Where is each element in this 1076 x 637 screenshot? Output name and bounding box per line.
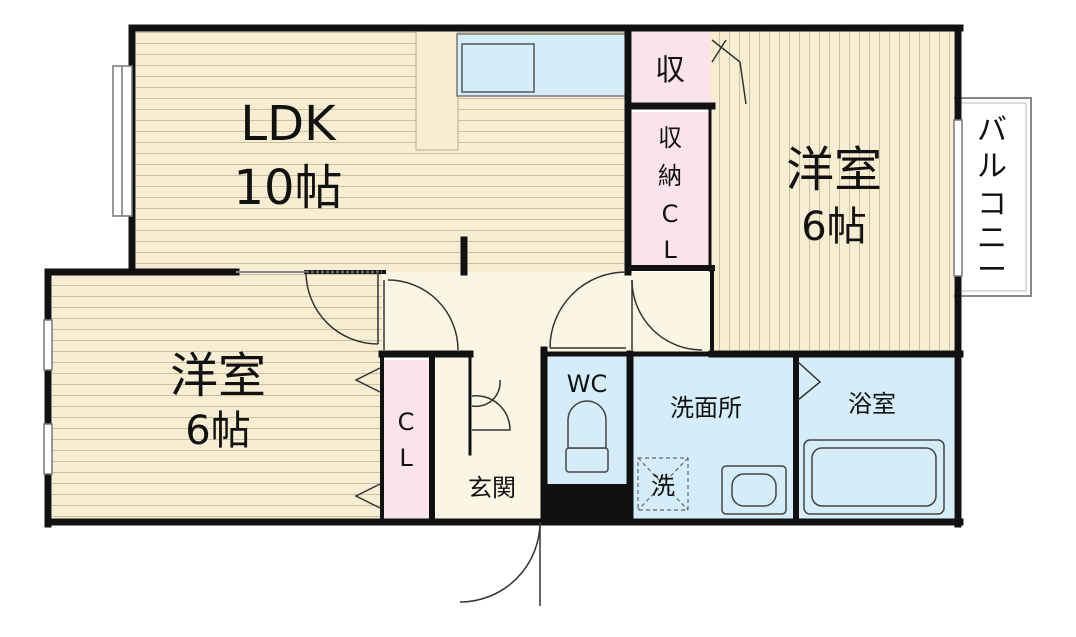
western-room-right-name: 洋室 — [786, 142, 882, 198]
balcony-label-2: ル — [977, 149, 1007, 184]
western-room-left-floor — [52, 272, 382, 522]
ldk-name: LDK — [240, 96, 337, 152]
balcony-label-4: ニ — [977, 221, 1007, 256]
closet-area — [384, 360, 430, 520]
balcony — [952, 97, 1032, 297]
hall-floor — [382, 272, 712, 354]
toilet — [565, 400, 609, 473]
storage-closet-label-4: L — [663, 236, 677, 264]
storage-area — [632, 30, 710, 102]
ldk-size: 10帖 — [233, 160, 342, 216]
storage-closet-label-1: 収 — [658, 124, 682, 152]
washroom-label: 洗面所 — [670, 394, 742, 422]
western-room-left-name: 洋室 — [170, 348, 266, 404]
doors — [236, 39, 822, 606]
closet-label-2: L — [399, 444, 413, 472]
balcony-label-5: ー — [977, 253, 1007, 288]
entrance-label: 玄関 — [468, 474, 516, 502]
wc-label: WC — [567, 370, 608, 398]
storage-closet-area — [632, 112, 710, 268]
western-room-right-floor — [710, 30, 954, 354]
balcony-label-1: バ — [977, 113, 1007, 148]
entrance-floor — [436, 354, 544, 520]
washer-label: 洗 — [651, 472, 675, 500]
western-room-left-size: 6帖 — [185, 408, 250, 454]
storage-label: 収 — [655, 53, 685, 88]
storage-closet-label-2: 納 — [658, 162, 682, 190]
bathtub — [803, 439, 945, 515]
bathroom-label: 浴室 — [848, 390, 896, 418]
washer-space — [637, 457, 689, 511]
kitchen-counter — [415, 29, 459, 151]
windows — [43, 65, 963, 475]
washbasin — [721, 465, 787, 515]
closet-label-1: C — [398, 408, 415, 436]
storage-closet-label-3: C — [662, 200, 679, 228]
western-room-right-size: 6帖 — [801, 204, 866, 250]
balcony-label-3: コ — [977, 187, 1007, 222]
wc-void — [546, 484, 628, 522]
